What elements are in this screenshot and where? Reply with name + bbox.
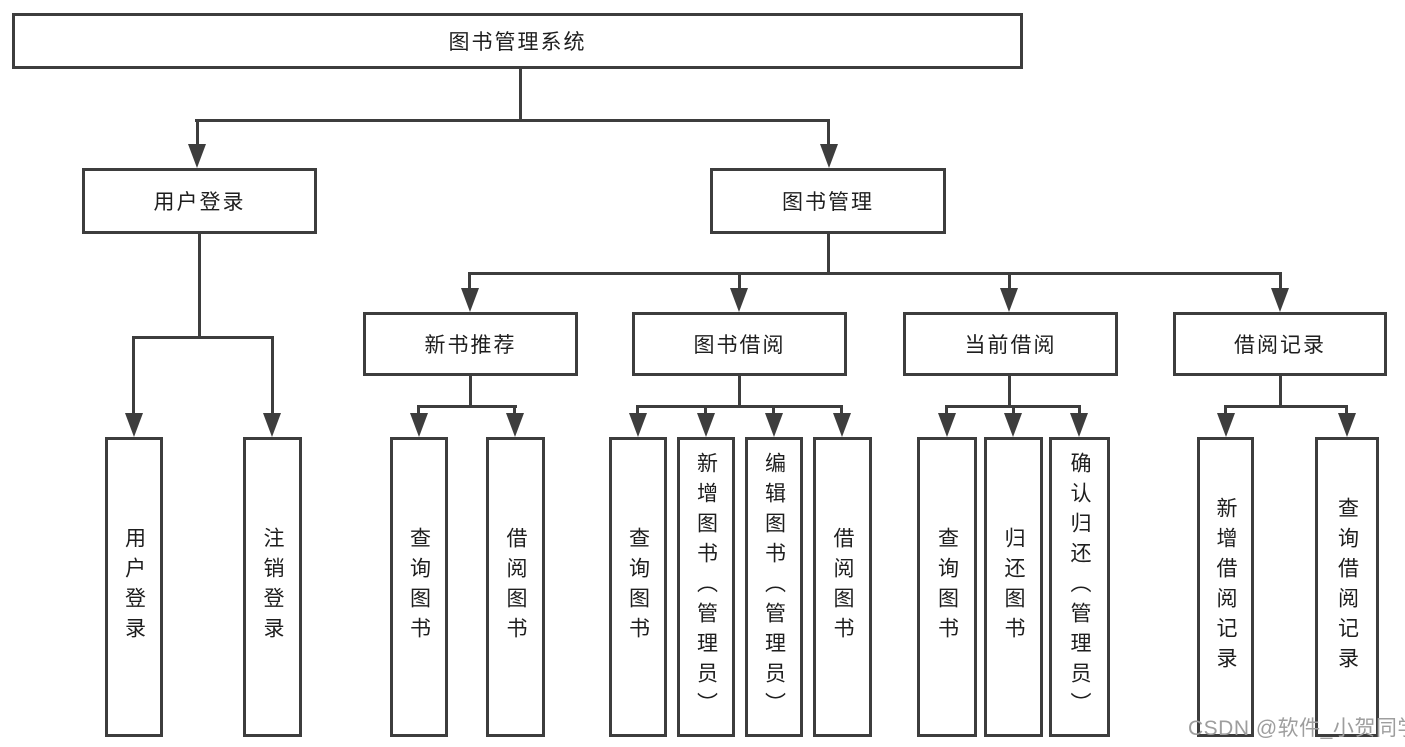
connector-stem xyxy=(198,234,201,338)
leaf-user-login: 用户登录 xyxy=(105,437,163,737)
connector-shaft xyxy=(636,408,639,414)
connector-shaft xyxy=(738,275,741,288)
arrow-down-icon xyxy=(1338,413,1356,437)
arrow-down-icon xyxy=(1000,288,1018,312)
node-user-login: 用户登录 xyxy=(82,168,317,234)
connector-stem xyxy=(738,376,741,407)
connector-shaft xyxy=(1012,408,1015,414)
connector-shaft xyxy=(840,408,843,414)
leaf-add-book-admin: 新增图书（管理员） xyxy=(677,437,735,737)
connector-shaft xyxy=(1224,408,1227,414)
arrow-down-icon xyxy=(188,144,206,168)
leaf-borrow-book-recommend: 借阅图书 xyxy=(486,437,545,737)
connector-stem xyxy=(1008,376,1011,407)
node-new-book-recommend-label: 新书推荐 xyxy=(424,334,517,357)
node-borrowing-records-label: 借阅记录 xyxy=(1234,334,1326,357)
connector-split xyxy=(1224,405,1348,408)
leaf-query-borrow-record: 查询借阅记录 xyxy=(1315,437,1379,737)
node-user-login-label: 用户登录 xyxy=(153,191,246,214)
arrow-down-icon xyxy=(938,413,956,437)
leaf-user-login-label: 用户登录 xyxy=(122,527,146,647)
node-book-management-label: 图书管理 xyxy=(782,191,874,214)
leaf-borrow-book-recommend-label: 借阅图书 xyxy=(504,527,527,647)
connector-split xyxy=(945,405,1081,408)
connector-stem xyxy=(1279,376,1282,407)
leaf-logout: 注销登录 xyxy=(243,437,302,737)
arrow-down-icon xyxy=(1070,413,1088,437)
connector-split xyxy=(468,272,1282,275)
arrow-down-icon xyxy=(820,144,838,168)
leaf-logout-label: 注销登录 xyxy=(261,527,284,647)
connector-shaft xyxy=(827,121,830,146)
leaf-return-book-label: 归还图书 xyxy=(1002,527,1025,647)
arrow-down-icon xyxy=(1217,413,1235,437)
leaf-add-borrow-record: 新增借阅记录 xyxy=(1197,437,1254,737)
connector-shaft xyxy=(132,339,135,413)
leaf-query-book-recommend-label: 查询图书 xyxy=(407,527,431,647)
connector-shaft xyxy=(704,408,707,414)
connector-shaft xyxy=(513,408,516,414)
csdn-watermark: CSDN @软件_小贺同学 xyxy=(1188,717,1405,740)
connector-shaft xyxy=(417,408,420,414)
leaf-query-book-current-label: 查询图书 xyxy=(935,527,959,647)
node-new-book-recommend: 新书推荐 xyxy=(363,312,578,376)
node-root: 图书管理系统 xyxy=(12,13,1023,69)
leaf-add-borrow-record-label: 新增借阅记录 xyxy=(1214,497,1237,677)
connector-stem xyxy=(469,376,472,407)
connector-root-stem xyxy=(519,69,522,120)
node-book-borrowing-label: 图书借阅 xyxy=(693,334,786,357)
leaf-query-book-borrowing-label: 查询图书 xyxy=(626,527,650,647)
connector-shaft xyxy=(196,121,199,146)
arrow-down-icon xyxy=(461,288,479,312)
leaf-query-book-recommend: 查询图书 xyxy=(390,437,448,737)
arrow-down-icon xyxy=(1271,288,1289,312)
leaf-confirm-return-admin: 确认归还（管理员） xyxy=(1049,437,1110,737)
leaf-confirm-return-admin-label: 确认归还（管理员） xyxy=(1068,452,1091,722)
arrow-down-icon xyxy=(730,288,748,312)
leaf-edit-book-admin-label: 编辑图书（管理员） xyxy=(762,452,786,722)
node-current-borrowing: 当前借阅 xyxy=(903,312,1118,376)
leaf-borrow-book: 借阅图书 xyxy=(813,437,872,737)
arrow-down-icon xyxy=(125,413,143,437)
arrow-down-icon xyxy=(506,413,524,437)
connector-shaft xyxy=(772,408,775,414)
connector-stem xyxy=(827,234,830,274)
connector-shaft xyxy=(1279,275,1282,288)
node-root-label: 图书管理系统 xyxy=(448,31,587,54)
connector-shaft xyxy=(945,408,948,414)
arrow-down-icon xyxy=(410,413,428,437)
connector-split xyxy=(636,405,843,408)
arrow-down-icon xyxy=(629,413,647,437)
leaf-return-book: 归还图书 xyxy=(984,437,1043,737)
connector-split xyxy=(132,336,274,339)
arrow-down-icon xyxy=(1004,413,1022,437)
connector-split xyxy=(417,405,517,408)
node-current-borrowing-label: 当前借阅 xyxy=(964,334,1057,357)
node-book-management: 图书管理 xyxy=(710,168,946,234)
arrow-down-icon xyxy=(765,413,783,437)
connector-shaft xyxy=(468,275,471,288)
arrow-down-icon xyxy=(833,413,851,437)
leaf-query-book-current: 查询图书 xyxy=(917,437,977,737)
connector-shaft xyxy=(1008,275,1011,288)
connector-shaft xyxy=(1078,408,1081,414)
node-book-borrowing: 图书借阅 xyxy=(632,312,847,376)
arrow-down-icon xyxy=(263,413,281,437)
connector-shaft xyxy=(1345,408,1348,414)
arrow-down-icon xyxy=(697,413,715,437)
leaf-borrow-book-label: 借阅图书 xyxy=(831,527,854,647)
connector-root-split xyxy=(195,119,830,122)
leaf-query-book-borrowing: 查询图书 xyxy=(609,437,667,737)
leaf-query-borrow-record-label: 查询借阅记录 xyxy=(1335,497,1359,677)
leaf-add-book-admin-label: 新增图书（管理员） xyxy=(694,452,718,722)
node-borrowing-records: 借阅记录 xyxy=(1173,312,1387,376)
connector-shaft xyxy=(271,339,274,413)
leaf-edit-book-admin: 编辑图书（管理员） xyxy=(745,437,803,737)
